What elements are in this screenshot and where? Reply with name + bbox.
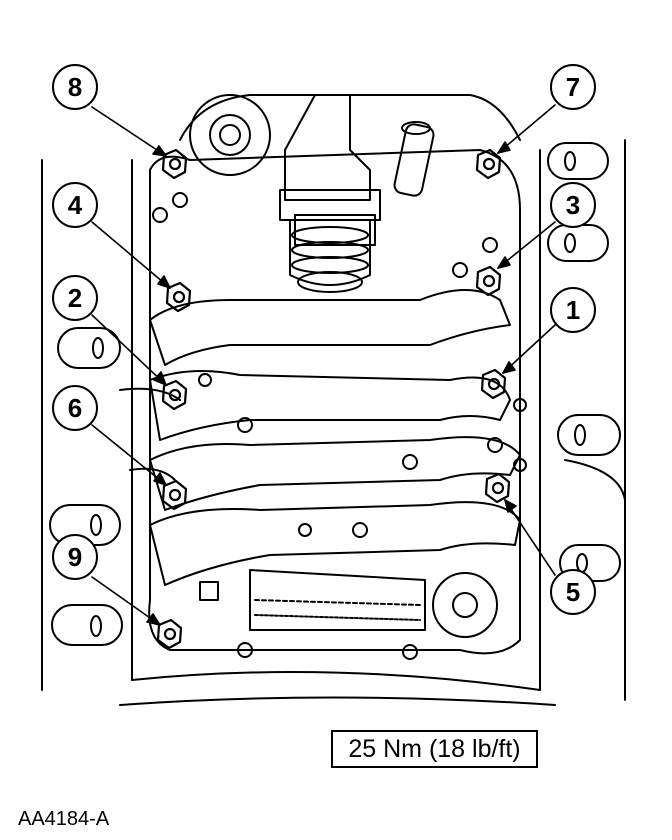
throttle-body (189, 94, 435, 293)
callout-6: 6 (52, 385, 98, 431)
bolt-4 (165, 281, 192, 313)
alternator (199, 569, 498, 660)
callout-label: 7 (566, 72, 580, 102)
fastener-bolts (156, 148, 511, 650)
leader-arrows (91, 104, 556, 626)
callout-label: 6 (68, 393, 82, 423)
callout-label: 5 (566, 577, 580, 607)
callout-1: 1 (550, 287, 596, 333)
callout-5: 5 (550, 569, 596, 615)
callout-9: 9 (52, 534, 98, 580)
bolt-3 (475, 265, 502, 297)
torque-spec-box: 25 Nm (18 lb/ft) (331, 730, 538, 768)
callout-7: 7 (550, 64, 596, 110)
callouts: 8 7 4 3 2 1 6 5 9 (52, 64, 596, 615)
bolt-2 (161, 379, 188, 411)
manifold-bosses (152, 192, 527, 538)
figure-id-label: AA4184-A (18, 808, 110, 830)
callout-2: 2 (52, 275, 98, 321)
callout-8: 8 (52, 64, 98, 110)
bolt-1 (480, 368, 507, 400)
callout-label: 2 (68, 283, 82, 313)
callout-label: 1 (566, 295, 580, 325)
manifold-body (148, 149, 521, 655)
torque-spec-text: 25 Nm (18 lb/ft) (348, 734, 521, 763)
engine-block-outline (41, 94, 626, 706)
callout-3: 3 (550, 182, 596, 228)
bolt-5 (484, 472, 511, 504)
bolt-6 (161, 479, 188, 511)
bolt-8 (161, 148, 188, 180)
callout-4: 4 (52, 182, 98, 228)
callout-label: 9 (68, 542, 82, 572)
block-bores (49, 142, 626, 646)
callout-label: 4 (68, 190, 83, 220)
bolt-9 (156, 618, 183, 650)
callout-label: 8 (68, 72, 82, 102)
intake-runners (119, 289, 521, 586)
bolt-7 (475, 148, 502, 180)
callout-label: 3 (566, 190, 580, 220)
